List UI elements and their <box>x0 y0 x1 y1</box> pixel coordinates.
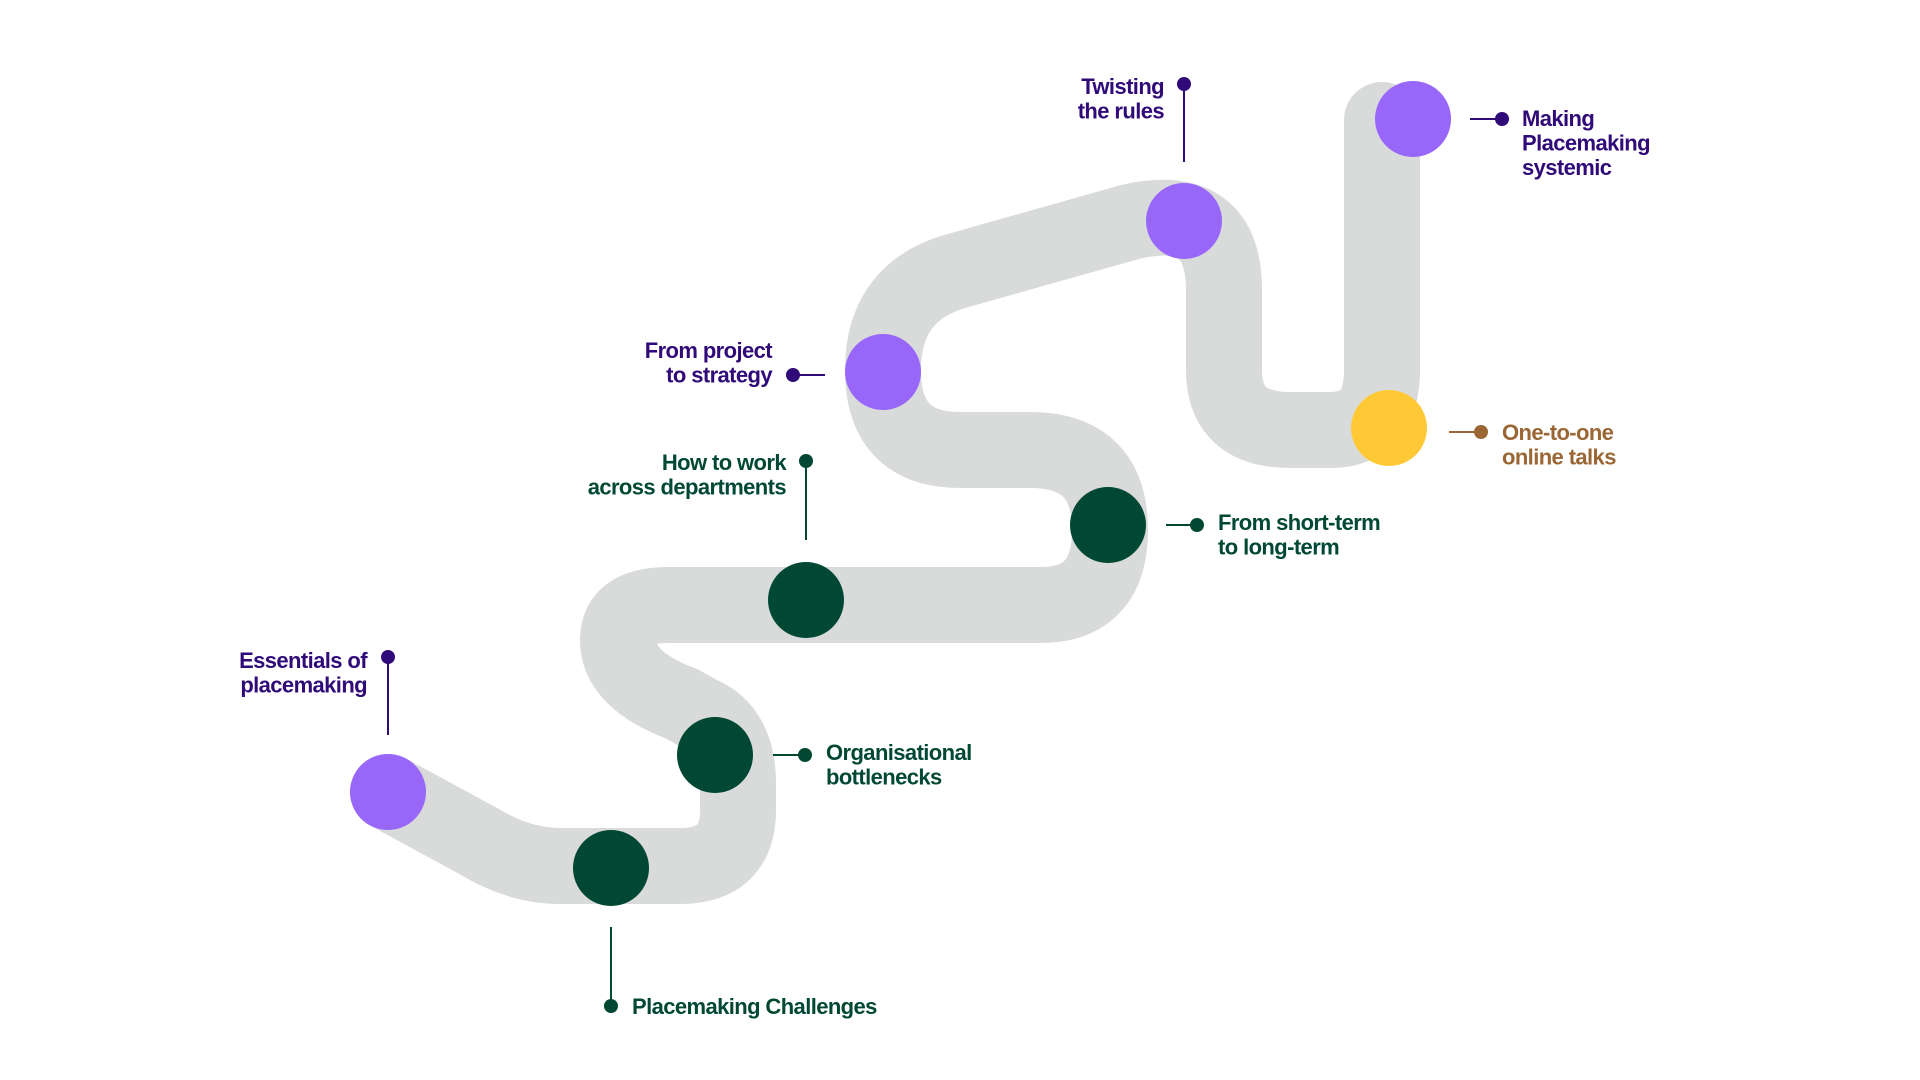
milestone-label-challenges: Placemaking Challenges <box>632 994 877 1019</box>
milestone-label-line: From project <box>645 338 774 363</box>
connector-dot-essentials <box>381 650 395 664</box>
milestone-label-line: online talks <box>1502 445 1616 470</box>
milestone-label-line: the rules <box>1078 99 1165 124</box>
connector-dot-bottlenecks <box>798 748 812 762</box>
milestone-label-line: bottlenecks <box>826 765 942 790</box>
milestone-label-line: systemic <box>1522 155 1612 180</box>
connector-dot-one-to-one <box>1474 425 1488 439</box>
milestone-connectors <box>381 77 1509 1013</box>
milestone-label-line: Making <box>1522 106 1594 131</box>
milestone-node-departments[interactable] <box>768 562 844 638</box>
connector-dot-systemic <box>1495 112 1509 126</box>
milestone-label-line: Organisational <box>826 740 972 765</box>
milestone-node-challenges[interactable] <box>573 830 649 906</box>
milestone-label-line: across departments <box>588 475 787 500</box>
connector-dot-project-strategy <box>786 368 800 382</box>
milestone-label-line: From short-term <box>1218 510 1380 535</box>
milestone-label-line: Placemaking <box>1522 131 1650 156</box>
connector-dot-short-long <box>1190 518 1204 532</box>
connector-dot-twisting <box>1177 77 1191 91</box>
milestone-label-line: One-to-one <box>1502 420 1614 445</box>
milestone-node-project-strategy[interactable] <box>845 334 921 410</box>
connector-dot-challenges <box>604 999 618 1013</box>
milestone-label-line: to long-term <box>1218 535 1339 560</box>
milestone-nodes <box>350 81 1451 906</box>
milestone-node-twisting[interactable] <box>1146 183 1222 259</box>
milestone-label-line: Placemaking Challenges <box>632 994 877 1019</box>
milestone-node-bottlenecks[interactable] <box>677 717 753 793</box>
milestone-label-line: Twisting <box>1081 74 1164 99</box>
connector-dot-departments <box>799 454 813 468</box>
milestone-node-short-long[interactable] <box>1070 487 1146 563</box>
milestone-label-line: placemaking <box>240 673 367 698</box>
milestone-node-essentials[interactable] <box>350 754 426 830</box>
milestone-label-line: Essentials of <box>239 648 368 673</box>
milestone-node-systemic[interactable] <box>1375 81 1451 157</box>
milestone-node-one-to-one[interactable] <box>1351 390 1427 466</box>
milestone-label-line: to strategy <box>666 363 773 388</box>
milestone-label-line: How to work <box>662 450 788 475</box>
